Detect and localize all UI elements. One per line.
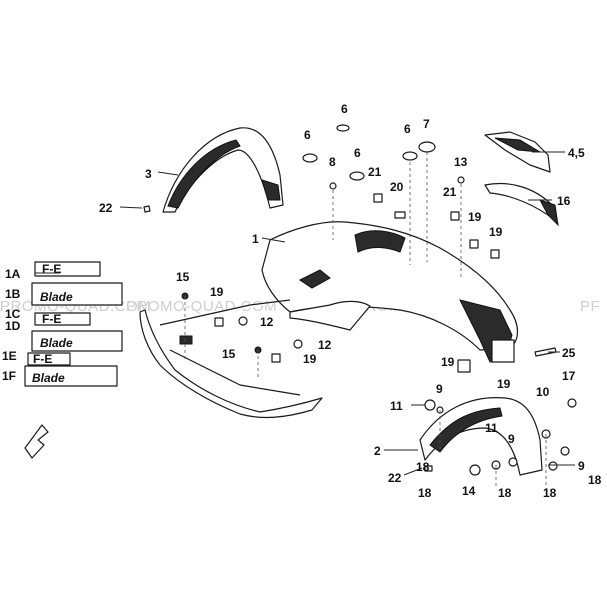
callout-18c: 18 [498,486,512,500]
callout-20: 20 [390,180,404,194]
callout-11a: 11 [390,399,403,413]
callout-15a: 15 [176,270,190,284]
part-bumper-frame [139,299,323,419]
decal-1b-text: Blade [40,290,73,304]
callout-6d: 6 [404,122,411,136]
callout-9c: 9 [578,459,585,473]
callout-18a: 18 [416,460,430,474]
callout-19c: 19 [468,210,482,224]
decal-1a-text: F-E [42,262,61,276]
callout-1: 1 [252,232,259,246]
callout-3: 3 [145,167,152,181]
callout-12a: 12 [260,315,274,329]
callout-25: 25 [562,346,576,360]
assembly-lines [184,152,547,490]
callout-21a: 21 [368,165,382,179]
small-parts [143,124,577,476]
callout-7: 7 [423,117,430,131]
part-2-lower-fender [419,397,543,476]
part-1-front-fender [261,221,519,363]
decal-1e-text: F-E [33,352,52,366]
watermark-edge: PF [580,298,600,315]
watermark-center: PROMO-QUAD.COM [126,298,277,315]
callout-21b: 21 [443,185,457,199]
part-16-trim [484,182,559,227]
part-3-front-rail [162,127,284,213]
callout-17: 17 [562,369,576,383]
callouts: 1 1A 1B 1C 1D 1E 1F 2 3 4,5 6 6 6 6 7 8 … [2,102,602,500]
decal-1f-text: Blade [32,371,65,385]
callout-2: 2 [374,444,381,458]
decal-1d-text: Blade [40,336,73,350]
callout-9b: 9 [508,432,515,446]
callout-8: 8 [329,155,336,169]
callout-13: 13 [454,155,468,169]
callout-10: 10 [536,385,550,399]
callout-1b: 1B [5,287,21,301]
callout-19f: 19 [497,377,511,391]
callout-14: 14 [462,484,476,498]
leader-lines [35,151,575,476]
part-4-5-top-cover [484,131,551,173]
callout-19b: 19 [303,352,317,366]
callout-16: 16 [557,194,571,208]
callout-1f: 1F [2,369,16,383]
callout-6a: 6 [304,128,311,142]
callout-6b: 6 [341,102,348,116]
callout-19e: 19 [441,355,455,369]
callout-15b: 15 [222,347,236,361]
callout-22b: 22 [388,471,402,485]
callout-9a: 9 [436,382,443,396]
callout-1e: 1E [2,349,17,363]
callout-1a: 1A [5,267,21,281]
callout-11b: 11 [485,421,498,435]
callout-4-5: 4,5 [568,146,585,160]
callout-19a: 19 [210,285,224,299]
callout-22a: 22 [99,201,113,215]
callout-19d: 19 [489,225,503,239]
callout-18e: 18 [588,473,602,487]
callout-12b: 12 [318,338,332,352]
callout-18b: 18 [418,486,432,500]
callout-18d: 18 [543,486,557,500]
decal-set: F-E Blade F-E Blade F-E Blade [24,261,123,459]
callout-1d: 1D [5,319,21,333]
decal-1c-text: F-E [42,312,61,326]
callout-6c: 6 [354,146,361,160]
callout-1c: 1C [5,307,21,321]
